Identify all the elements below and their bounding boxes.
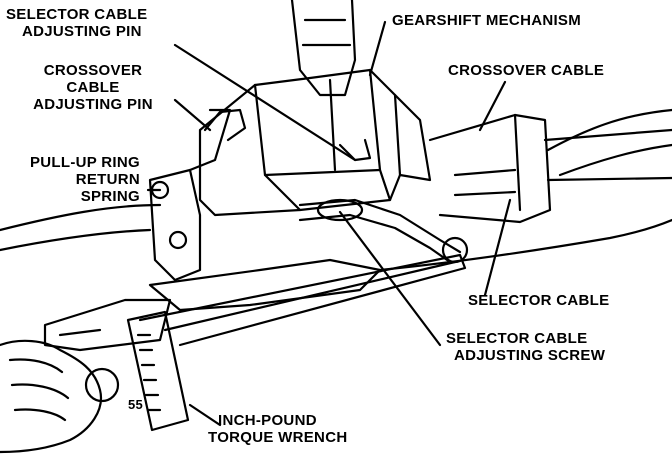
crossover-cable [428, 113, 552, 224]
return-spring-bracket [148, 168, 202, 282]
selector-adjusting-pin [338, 138, 372, 162]
label-line: CABLE [66, 79, 120, 96]
label-line: ADJUSTING PIN [33, 96, 153, 113]
label-selector-cable-adjusting-pin: SELECTOR CABLE ADJUSTING PIN [6, 6, 147, 40]
label-line: RETURN [75, 171, 140, 188]
gearshift-housing [198, 68, 402, 217]
leader-selector-pin [173, 43, 357, 162]
label-selector-cable: SELECTOR CABLE [468, 292, 610, 309]
gauge-reading: 55 [128, 397, 144, 412]
torque-wrench-scale [126, 310, 190, 432]
label-pull-up-ring-return-spring: PULL-UP RING RETURN SPRING [4, 154, 140, 205]
label-line: PULL-UP RING [30, 154, 140, 171]
label-line: SELECTOR CABLE [446, 330, 588, 347]
gauge-dial [84, 367, 120, 403]
label-line: CROSSOVER [43, 62, 143, 79]
leader-gearshift [368, 20, 387, 77]
label-inch-pound-torque-wrench: INCH-POUND TORQUE WRENCH [208, 412, 347, 446]
leader-selector-cable [483, 198, 512, 297]
label-crossover-cable: CROSSOVER CABLE [448, 62, 605, 79]
label-gearshift-mechanism: GEARSHIFT MECHANISM [392, 12, 582, 29]
leader-crossover-cable [478, 80, 507, 132]
leader-adjusting-screw [338, 210, 442, 347]
torque-wrench-handle [138, 253, 467, 347]
selector-cable-rod [298, 198, 462, 254]
background-contour [0, 203, 162, 252]
label-line: INCH-POUND [218, 412, 317, 429]
label-line: SELECTOR CABLE [6, 6, 148, 23]
hand [0, 339, 103, 454]
base-plate [148, 258, 382, 312]
label-selector-cable-adjusting-screw: SELECTOR CABLE ADJUSTING SCREW [446, 330, 605, 364]
crossover-adjusting-pin [203, 108, 247, 142]
label-line: ADJUSTING PIN [22, 23, 142, 40]
fender-lower [378, 218, 672, 272]
label-line: SPRING [80, 188, 140, 205]
label-line: ADJUSTING SCREW [454, 347, 606, 364]
leader-torque-wrench [188, 403, 222, 427]
label-line: TORQUE WRENCH [208, 429, 348, 446]
label-crossover-cable-adjusting-pin: CROSSOVER CABLE ADJUSTING PIN [28, 62, 158, 113]
leader-crossover-pin [173, 98, 212, 132]
fender-right [546, 108, 672, 177]
adjusting-screw [316, 198, 364, 222]
torque-wrench-beam [163, 260, 457, 332]
gearshift-lever [290, 0, 357, 97]
